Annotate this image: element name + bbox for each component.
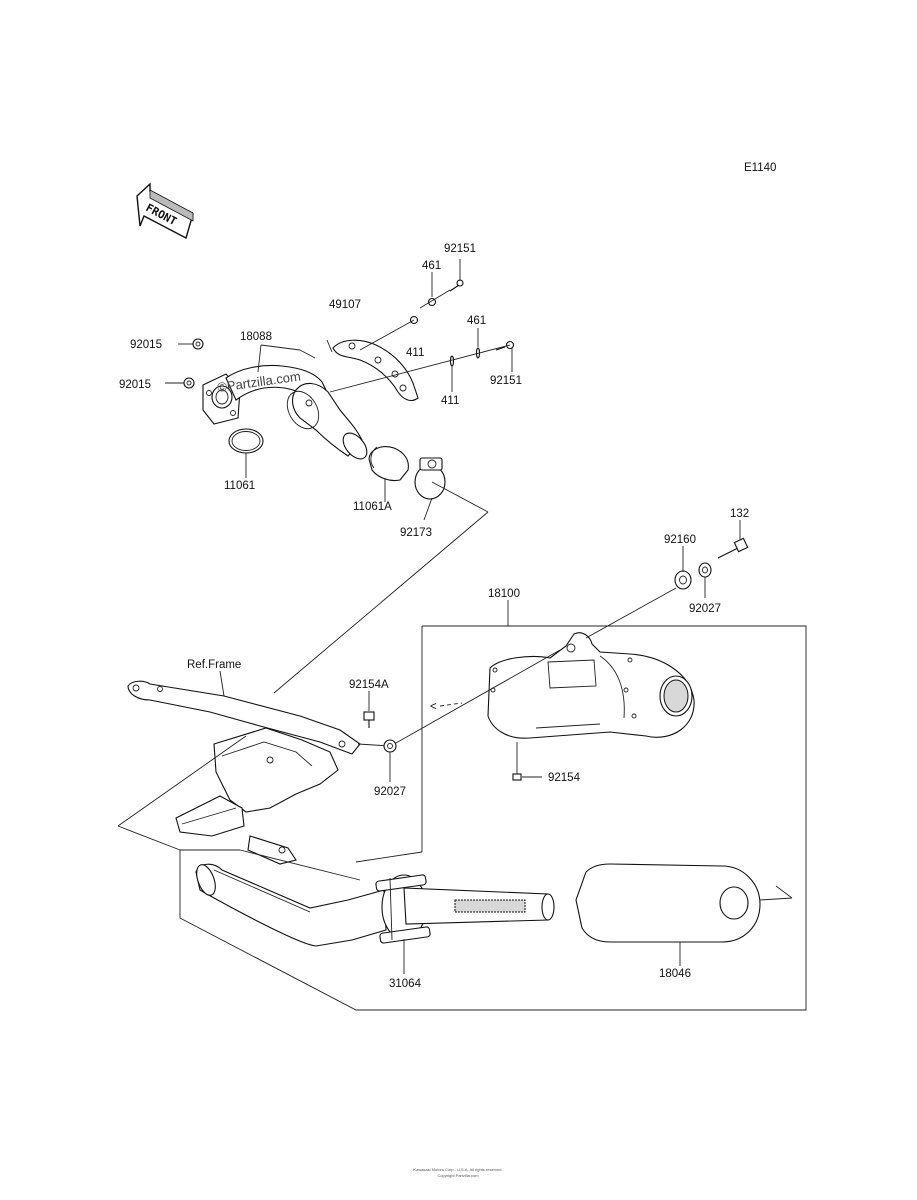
- bolt-92151-top-part[interactable]: [449, 279, 464, 292]
- washer-411-b-part[interactable]: [449, 355, 455, 367]
- tail-pipe-part[interactable]: [193, 862, 387, 947]
- nut-92015-b[interactable]: [183, 377, 195, 389]
- nut-92015-a[interactable]: [192, 338, 204, 350]
- label-18100: 18100: [488, 588, 520, 600]
- label-92015-a: 92015: [130, 339, 162, 351]
- label-411-a: 411: [406, 347, 424, 359]
- packing-18046-part[interactable]: [575, 863, 761, 943]
- label-31064: 31064: [389, 978, 422, 990]
- label-92015-b: 92015: [119, 379, 151, 391]
- direction-marker: <: [430, 701, 437, 713]
- rear-frame: [127, 680, 361, 865]
- label-92173: 92173: [400, 527, 432, 539]
- washer-92027-a-part[interactable]: [698, 562, 712, 578]
- bolt-92151-right-part[interactable]: [495, 340, 515, 351]
- gasket-11061-part[interactable]: [228, 428, 264, 454]
- washer-92027-b-part[interactable]: [383, 739, 397, 753]
- sleeve-11061A-part[interactable]: [368, 446, 409, 482]
- label-18046: 18046: [659, 968, 691, 980]
- label-92027-a: 92027: [689, 603, 721, 615]
- label-461-top: 461: [422, 260, 441, 272]
- label-49107: 49107: [329, 299, 361, 311]
- footer-line-1: Kawasaki Motors Corp., U.S.A. All rights…: [413, 1167, 502, 1172]
- heat-guard-49107-part[interactable]: [332, 339, 419, 401]
- label-92151-top: 92151: [444, 243, 476, 255]
- inner-pipe-part[interactable]: [403, 887, 555, 925]
- header-pipe-part[interactable]: [202, 364, 372, 464]
- label-92151-right: 92151: [490, 375, 522, 387]
- label-92160: 92160: [664, 534, 696, 546]
- collar-92160-part[interactable]: [674, 570, 692, 590]
- label-ref-frame: Ref.Frame: [187, 659, 241, 671]
- bolt-132-part[interactable]: [717, 537, 749, 559]
- diagram-code: E1140: [744, 162, 776, 174]
- label-132: 132: [730, 508, 749, 520]
- bolt-92154A-part[interactable]: [363, 711, 375, 728]
- footer-line-2: Copyright Partzilla.com: [437, 1173, 479, 1178]
- muffler-18100-part[interactable]: [487, 632, 695, 739]
- label-92154: 92154: [548, 772, 581, 784]
- label-92154A: 92154A: [349, 679, 389, 691]
- label-411-b: 411: [441, 395, 459, 407]
- front-arrow-icon: FRONT: [136, 182, 194, 240]
- label-461-right: 461: [467, 315, 486, 327]
- label-92027-b: 92027: [374, 786, 406, 798]
- label-11061A: 11061A: [353, 501, 392, 513]
- label-11061: 11061: [224, 480, 255, 492]
- clamp-92173-part[interactable]: [414, 457, 446, 500]
- label-18088: 18088: [240, 331, 272, 343]
- bolt-92154-part[interactable]: [512, 742, 522, 781]
